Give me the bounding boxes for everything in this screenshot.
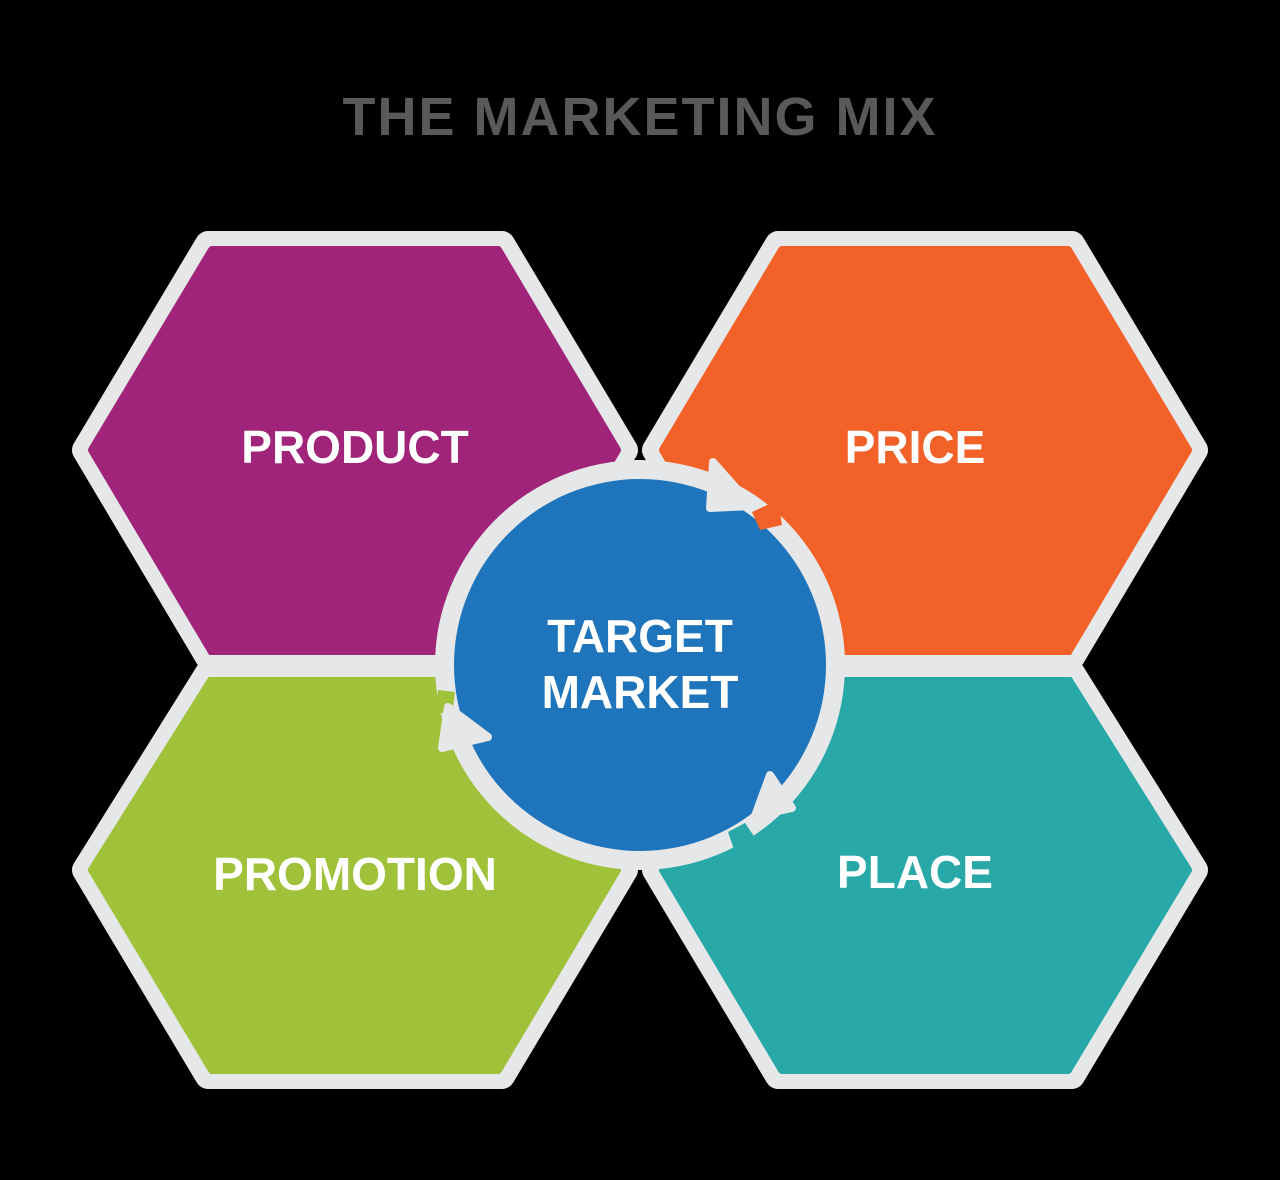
arrow-to-place-icon [751, 771, 796, 820]
label-promotion: PROMOTION [213, 848, 497, 900]
label-price: PRICE [845, 421, 986, 473]
label-product: PRODUCT [241, 421, 468, 473]
diagram-title: THE MARKETING MIX [342, 87, 938, 147]
label-target-line2: MARKET [542, 666, 739, 718]
arrow-to-price-icon [706, 458, 756, 512]
label-place: PLACE [837, 846, 993, 898]
label-target-line1: TARGET [547, 610, 733, 662]
arrow-to-promotion-icon [438, 703, 492, 752]
target-market-circle [435, 460, 845, 870]
